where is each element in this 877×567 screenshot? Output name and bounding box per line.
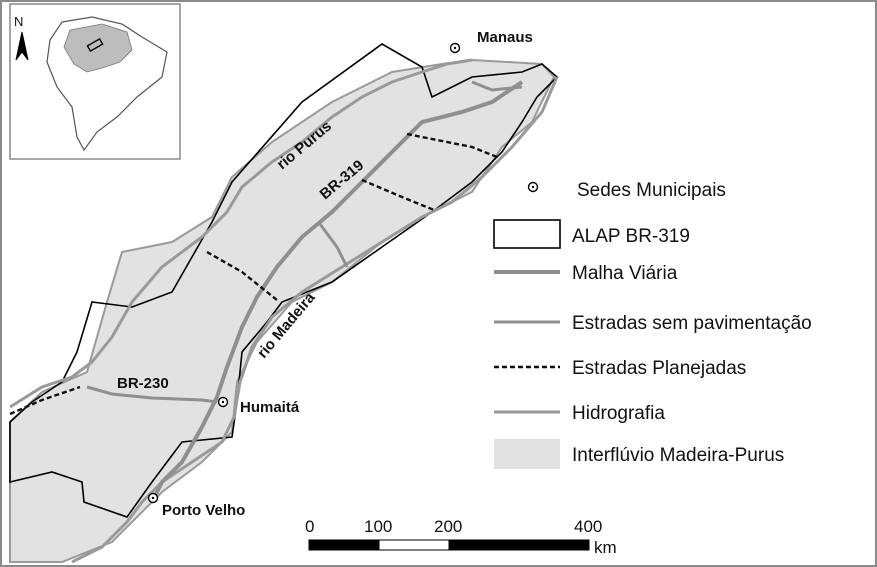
side-road-north xyxy=(471,80,523,92)
br319-road xyxy=(150,80,524,503)
north-label: N xyxy=(14,14,23,29)
legend: Sedes Municipais ALAP BR-319 Malha Viári… xyxy=(493,180,812,469)
north-arrow-icon xyxy=(15,31,29,61)
legend-item-sem-pav: Estradas sem pavimentação xyxy=(494,313,812,334)
scale-bar: 0 100 200 400 km xyxy=(305,517,617,557)
planned-road-3 xyxy=(206,250,278,301)
legend-item-alap: ALAP BR-319 xyxy=(493,219,690,249)
planned-road-2 xyxy=(361,178,435,212)
scale-unit: km xyxy=(594,538,617,557)
rio-purus-line xyxy=(9,58,473,409)
scale-tick-100: 100 xyxy=(364,517,392,536)
legend-item-planejadas: Estradas Planejadas xyxy=(494,358,746,379)
legend-item-sedes: Sedes Municipais xyxy=(527,180,726,201)
amazon-region-shape xyxy=(63,23,133,73)
legend-item-malha: Malha Viária xyxy=(494,263,678,284)
city-label-humaita: Humaitá xyxy=(240,399,300,416)
label-br230: BR-230 xyxy=(117,375,169,392)
legend-label-sem-pav: Estradas sem pavimentação xyxy=(572,313,812,334)
city-porto-velho: Porto Velho xyxy=(147,492,245,519)
city-label-manaus: Manaus xyxy=(477,29,533,46)
city-humaita: Humaitá xyxy=(217,396,300,416)
scale-tick-400: 400 xyxy=(574,517,602,536)
alap-boundary xyxy=(9,43,559,518)
legend-label-hidro: Hidrografia xyxy=(572,403,665,424)
legend-label-interfluvio: Interflúvio Madeira-Purus xyxy=(572,445,784,466)
city-manaus: Manaus xyxy=(449,29,533,54)
legend-label-planejadas: Estradas Planejadas xyxy=(572,358,746,379)
inset-map: N xyxy=(9,3,181,160)
rio-madeira-line xyxy=(71,76,559,564)
planned-road-1 xyxy=(406,132,498,159)
study-area-marker xyxy=(86,37,104,53)
legend-item-interfluvio: Interflúvio Madeira-Purus xyxy=(494,439,784,469)
scale-tick-0: 0 xyxy=(305,517,314,536)
legend-label-sedes: Sedes Municipais xyxy=(577,180,726,201)
planned-road-4 xyxy=(9,385,81,416)
legend-item-hidro: Hidrografia xyxy=(494,403,665,424)
interfluvio-region xyxy=(9,58,556,563)
legend-label-alap: ALAP BR-319 xyxy=(572,226,690,247)
planned-roads xyxy=(9,132,498,416)
legend-label-malha: Malha Viária xyxy=(572,263,678,284)
br230-road xyxy=(86,385,218,404)
side-road-mid xyxy=(318,223,349,268)
scale-tick-200: 200 xyxy=(434,517,462,536)
city-label-porto-velho: Porto Velho xyxy=(162,502,245,519)
